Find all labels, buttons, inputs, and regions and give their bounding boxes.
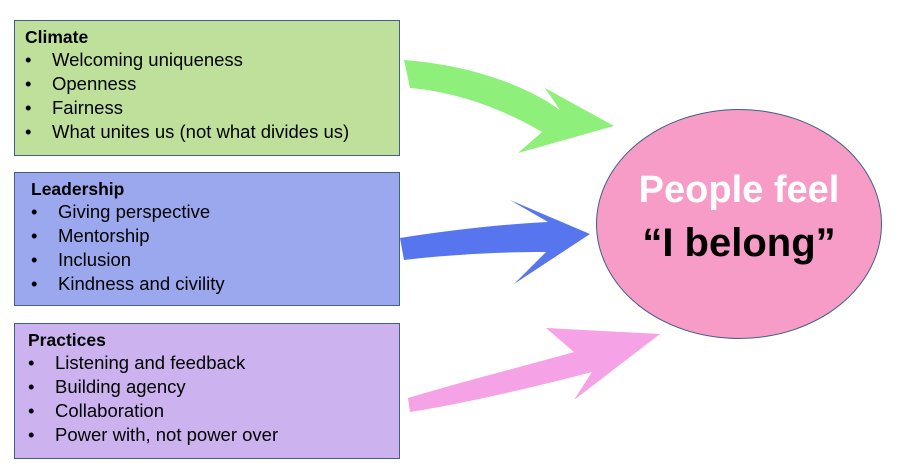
outcome-line2: “I belong” [642, 221, 836, 265]
climate-title: Climate [25, 27, 89, 47]
practices-list: Listening and feedback Building agency C… [28, 351, 389, 447]
practices-box: Practices Listening and feedback Buildin… [14, 323, 400, 459]
blue-arrow-shape [400, 200, 590, 284]
green-arrow-shape [404, 60, 614, 153]
climate-item: Fairness [25, 96, 389, 120]
climate-item: What unites us (not what divides us) [25, 120, 389, 144]
green-arrow [404, 60, 614, 153]
leadership-list: Giving perspective Mentorship Inclusion … [31, 200, 389, 296]
leadership-item: Inclusion [31, 248, 389, 272]
climate-item: Openness [25, 72, 389, 96]
leadership-item: Mentorship [31, 224, 389, 248]
blue-arrow [400, 200, 590, 284]
outcome-line1: People feel [638, 169, 840, 211]
practices-item: Listening and feedback [28, 351, 389, 375]
leadership-box: Leadership Giving perspective Mentorship… [14, 172, 400, 306]
leadership-title: Leadership [31, 179, 125, 199]
pink-arrow [408, 328, 660, 412]
practices-title: Practices [28, 330, 106, 350]
climate-list: Welcoming uniqueness Openness Fairness W… [25, 48, 389, 144]
leadership-item: Kindness and civility [31, 272, 389, 296]
pink-arrow-shape [408, 328, 660, 412]
practices-item: Power with, not power over [28, 423, 389, 447]
climate-item: Welcoming uniqueness [25, 48, 389, 72]
leadership-item: Giving perspective [31, 200, 389, 224]
practices-item: Collaboration [28, 399, 389, 423]
climate-box: Climate Welcoming uniqueness Openness Fa… [14, 20, 400, 156]
practices-item: Building agency [28, 375, 389, 399]
outcome-circle [596, 109, 882, 339]
